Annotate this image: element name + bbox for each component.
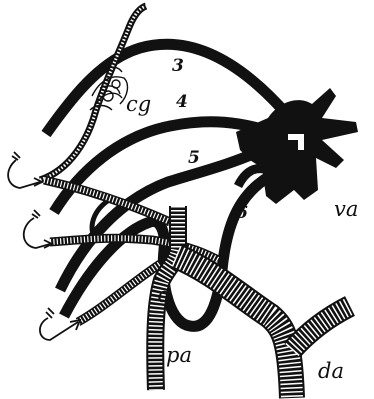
label-pa: pa bbox=[166, 343, 192, 367]
label-va: va bbox=[334, 197, 358, 221]
label-arch-4: 4 bbox=[176, 92, 188, 112]
label-cg: cg bbox=[126, 92, 151, 116]
arch-3 bbox=[46, 44, 290, 134]
label-arch-5: 5 bbox=[188, 148, 200, 168]
inflow-arrow-2 bbox=[24, 210, 52, 248]
label-d: d bbox=[158, 283, 171, 307]
label-da: da bbox=[318, 359, 344, 383]
label-arch-3: 3 bbox=[172, 56, 184, 76]
label-arch-6: 6 bbox=[236, 203, 248, 223]
inflow-arrow-1 bbox=[8, 152, 42, 188]
